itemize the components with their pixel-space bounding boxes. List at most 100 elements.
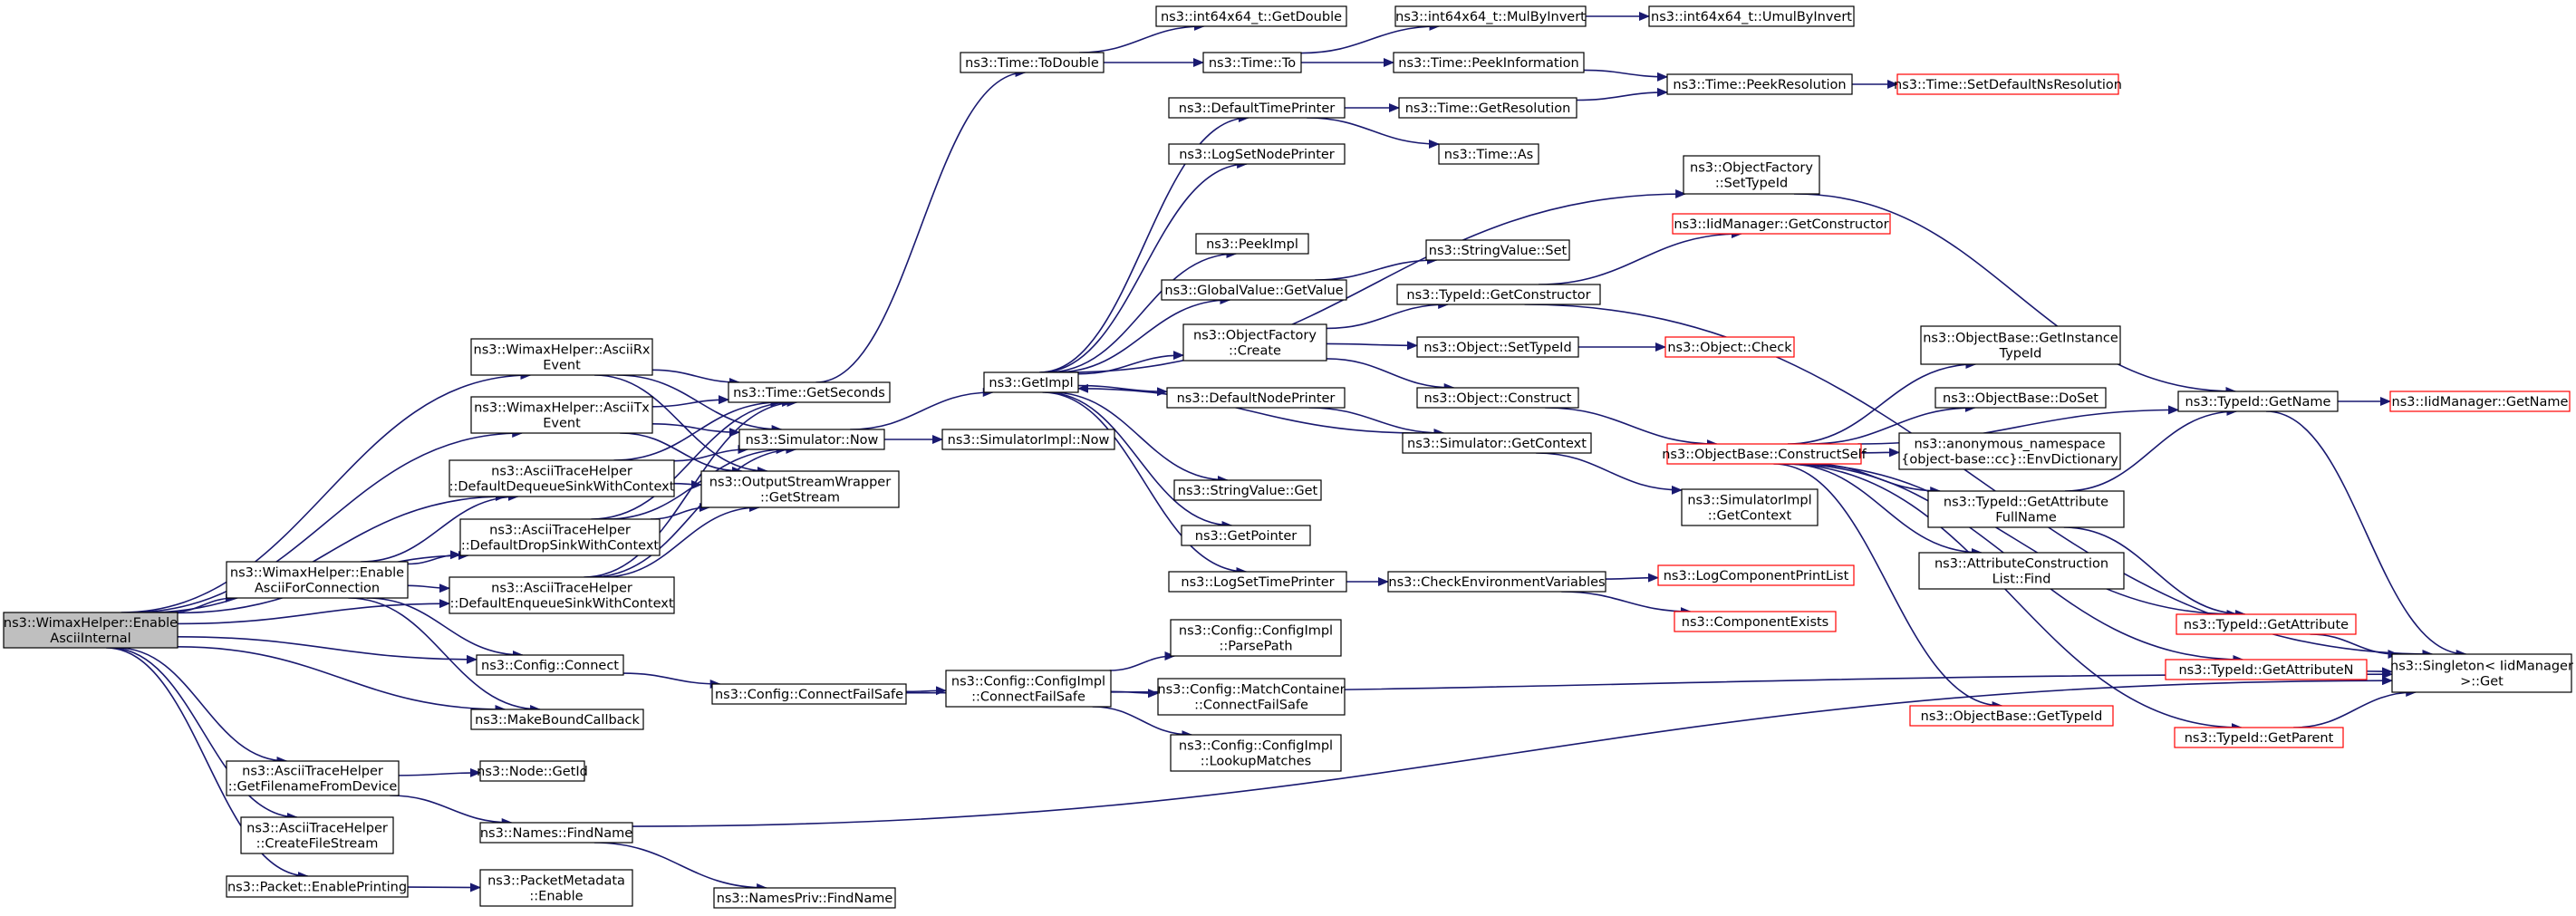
node-logSetNodePrinter[interactable]: ns3::LogSetNodePrinter: [1168, 143, 1346, 165]
node-iidGetConstructor[interactable]: ns3::IidManager::GetConstructor: [1672, 213, 1891, 235]
node-obConstructSelf[interactable]: ns3::ObjectBase::ConstructSelf: [1662, 443, 1867, 465]
node-parsePath[interactable]: ns3::Config::ConfigImpl::ParsePath: [1170, 619, 1342, 657]
node-getSeconds[interactable]: ns3::Time::GetSeconds: [728, 381, 891, 403]
node-i64GetDouble[interactable]: ns3::int64x64_t::GetDouble: [1155, 5, 1347, 27]
node-box: [1927, 490, 2125, 528]
node-cfgImplCFS[interactable]: ns3::Config::ConfigImpl::ConnectFailSafe: [945, 670, 1112, 708]
node-i64MulByInvert[interactable]: ns3::int64x64_t::MulByInvert: [1394, 5, 1587, 27]
node-simImplGetContext[interactable]: ns3::SimulatorImpl::GetContext: [1681, 488, 1819, 526]
node-envDict[interactable]: ns3::anonymous_namespace{object-base::cc…: [1898, 432, 2121, 470]
node-ofCreate[interactable]: ns3::ObjectFactory::Create: [1182, 323, 1327, 362]
node-getPointer[interactable]: ns3::GetPointer: [1181, 525, 1311, 546]
edge-enableConn-to-makeBound: [348, 597, 542, 714]
node-obDoSet[interactable]: ns3::ObjectBase::DoSet: [1934, 387, 2107, 409]
node-createFile[interactable]: ns3::AsciiTraceHelper::CreateFileStream: [240, 816, 394, 854]
node-pmEnable[interactable]: ns3::PacketMetadata::Enable: [479, 869, 633, 907]
node-label: ns3::Object::SetTypeId: [1423, 341, 1571, 355]
node-peekImpl[interactable]: ns3::PeekImpl: [1195, 233, 1309, 255]
node-getImpl[interactable]: ns3::GetImpl: [983, 371, 1079, 393]
node-defTimePrinter[interactable]: ns3::DefaultTimePrinter: [1168, 97, 1346, 119]
node-namesFind[interactable]: ns3::Names::FindName: [479, 822, 633, 844]
node-timeToDouble[interactable]: ns3::Time::ToDouble: [960, 52, 1105, 73]
node-compExists[interactable]: ns3::ComponentExists: [1674, 611, 1837, 632]
node-label: ns3::Packet::EnablePrinting: [227, 881, 407, 895]
node-label: ns3::IidManager::GetName: [2392, 395, 2569, 410]
node-timeTo[interactable]: ns3::Time::To: [1202, 52, 1302, 73]
node-label: ns3::OutputStreamWrapper: [709, 476, 891, 490]
node-box: [1918, 552, 2125, 590]
node-label: ns3::WimaxHelper::AsciiTx: [474, 401, 650, 416]
edge-defTimePrinter-to-timeAs: [1307, 117, 1440, 149]
node-timeAs[interactable]: ns3::Time::As: [1438, 143, 1539, 165]
node-label: ns3::AsciiTraceHelper: [246, 822, 388, 836]
node-tidGetAttribute[interactable]: ns3::TypeId::GetAttribute: [2176, 613, 2357, 635]
node-svSet[interactable]: ns3::StringValue::Set: [1425, 239, 1570, 261]
node-label: ns3::AttributeConstruction: [1934, 557, 2108, 572]
node-tidGetConstructor[interactable]: ns3::TypeId::GetConstructor: [1396, 284, 1601, 305]
node-logSetTimePrinter[interactable]: ns3::LogSetTimePrinter: [1168, 571, 1347, 593]
node-singletonGet[interactable]: ns3::Singleton< IidManager >::Get: [2390, 653, 2573, 693]
node-tidGetAttributeN[interactable]: ns3::TypeId::GetAttributeN: [2165, 659, 2368, 680]
node-box: [479, 869, 633, 907]
node-objSetTypeId[interactable]: ns3::Object::SetTypeId: [1416, 336, 1579, 358]
node-denq[interactable]: ns3::AsciiTraceHelper::DefaultEnqueueSin…: [449, 576, 675, 614]
node-ddrop[interactable]: ns3::AsciiTraceHelper::DefaultDropSinkWi…: [459, 518, 661, 556]
node-getResolution[interactable]: ns3::Time::GetResolution: [1398, 97, 1577, 119]
node-simNow[interactable]: ns3::Simulator::Now: [738, 429, 885, 450]
edge-tidGetAttrFullName-to-tidGetAttribute: [2063, 526, 2247, 619]
node-osw[interactable]: ns3::OutputStreamWrapper::GetStream: [700, 470, 900, 508]
node-ddeq[interactable]: ns3::AsciiTraceHelper::DefaultDequeueSin…: [449, 459, 675, 497]
node-tidGetName[interactable]: ns3::TypeId::GetName: [2177, 391, 2339, 412]
node-checkEnv[interactable]: ns3::CheckEnvironmentVariables: [1387, 571, 1606, 593]
node-enableConn[interactable]: ns3::WimaxHelper::EnableAsciiForConnecti…: [226, 561, 409, 599]
edge-root-to-cfgConnect: [177, 635, 478, 664]
node-box: [945, 670, 1112, 708]
node-label: ns3::GetPointer: [1195, 529, 1298, 544]
node-obGetTypeId[interactable]: ns3::ObjectBase::GetTypeId: [1909, 705, 2114, 727]
node-defNodePrinter[interactable]: ns3::DefaultNodePrinter: [1166, 387, 1346, 409]
node-getFilename[interactable]: ns3::AsciiTraceHelper::GetFilenameFromDe…: [226, 760, 400, 796]
edge-tidGetParent-to-singletonGet: [2293, 688, 2417, 728]
node-nodeGetId[interactable]: ns3::Node::GetId: [477, 760, 588, 782]
node-setDefaultNsRes[interactable]: ns3::Time::SetDefaultNsResolution: [1894, 73, 2122, 95]
node-label: ns3::Object::Check: [1667, 341, 1792, 355]
edge-peekInformation-to-peekResolution: [1583, 69, 1668, 82]
edge-namesFind-to-singletonGet: [632, 676, 2393, 827]
node-i64UmulByInvert[interactable]: ns3::int64x64_t::UmulByInvert: [1648, 5, 1855, 27]
node-box: [1170, 619, 1342, 657]
edge-simGetContext-to-getImpl: [1077, 383, 1421, 434]
node-tidGetParent[interactable]: ns3::TypeId::GetParent: [2174, 727, 2344, 748]
node-makeBound[interactable]: ns3::MakeBoundCallback: [470, 709, 644, 730]
node-box: [479, 760, 585, 782]
node-cfgConnect[interactable]: ns3::Config::Connect: [476, 654, 624, 676]
edge-ddeq-to-simNow: [673, 445, 749, 462]
node-namesPriv[interactable]: ns3::NamesPriv::FindName: [713, 887, 896, 909]
node-peekInformation[interactable]: ns3::Time::PeekInformation: [1393, 52, 1585, 73]
node-box: [1896, 73, 2119, 95]
node-objCheck[interactable]: ns3::Object::Check: [1664, 336, 1795, 358]
node-objConstruct[interactable]: ns3::Object::Construct: [1416, 387, 1579, 409]
node-logCompPrintList[interactable]: ns3::LogComponentPrintList: [1657, 564, 1855, 586]
node-ofSetTypeId[interactable]: ns3::ObjectFactory::SetTypeId: [1683, 155, 1820, 195]
node-pktPrinting[interactable]: ns3::Packet::EnablePrinting: [226, 875, 409, 898]
node-box: [1170, 734, 1342, 772]
node-label: ns3::ObjectFactory: [1690, 161, 1813, 176]
node-cfgConnectFS[interactable]: ns3::Config::ConnectFailSafe: [711, 683, 907, 705]
node-gvGetValue[interactable]: ns3::GlobalValue::GetValue: [1161, 279, 1347, 301]
node-box: [1425, 239, 1570, 261]
node-lookupMatches[interactable]: ns3::Config::ConfigImpl::LookupMatches: [1170, 734, 1342, 772]
node-mcCFS[interactable]: ns3::Config::MatchContainer::ConnectFail…: [1157, 678, 1346, 716]
edge-ddeq-to-osw: [673, 480, 702, 490]
node-simImplNow[interactable]: ns3::SimulatorImpl::Now: [941, 429, 1115, 450]
node-svGet[interactable]: ns3::StringValue::Get: [1173, 479, 1322, 501]
node-box: [1202, 52, 1302, 73]
node-iidGetName[interactable]: ns3::IidManager::GetName: [2389, 391, 2571, 412]
node-label: ns3::Names::FindName: [480, 826, 632, 841]
node-simGetContext[interactable]: ns3::Simulator::GetContext: [1402, 432, 1592, 454]
node-peekResolution[interactable]: ns3::Time::PeekResolution: [1666, 73, 1853, 95]
